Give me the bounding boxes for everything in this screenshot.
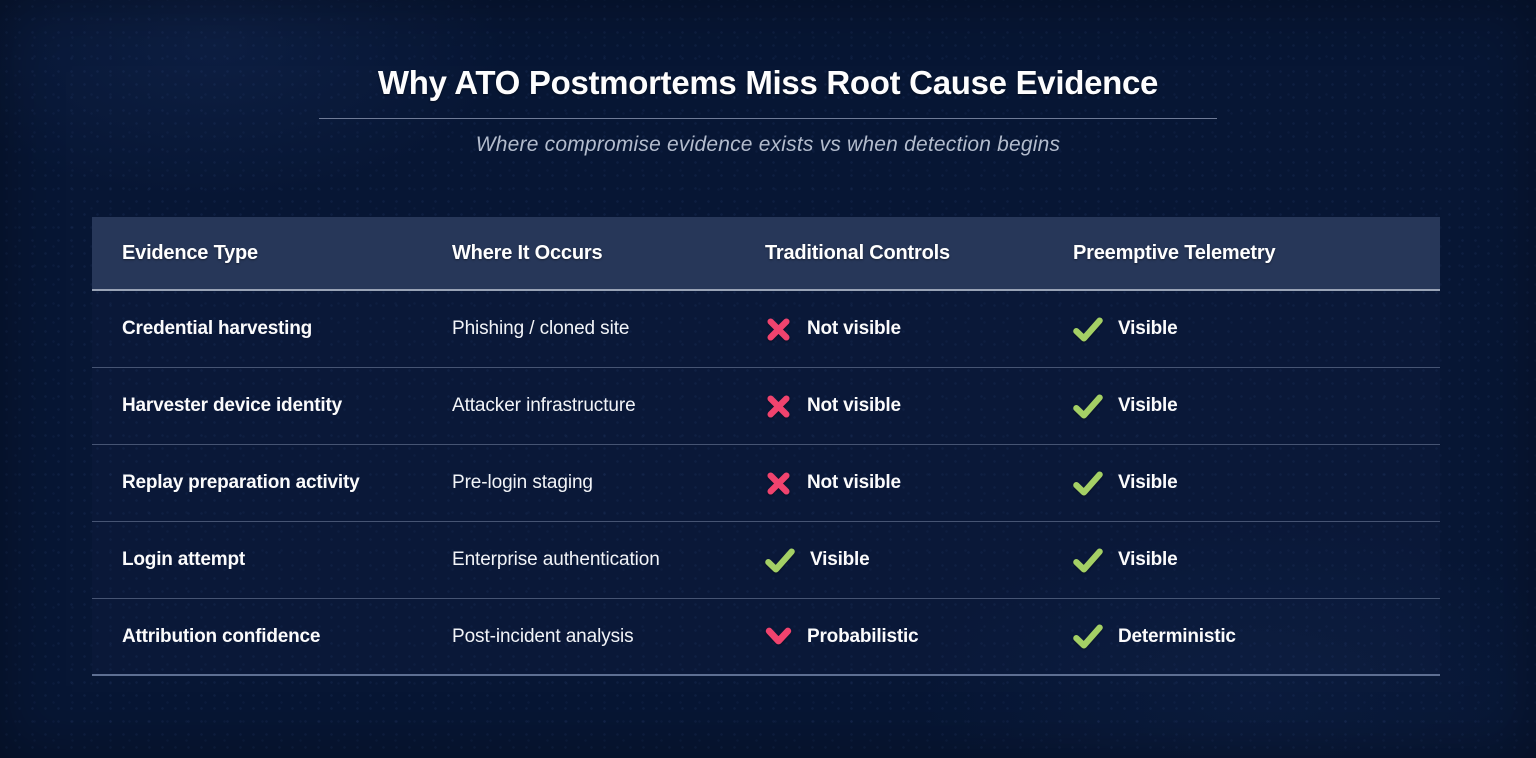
chevron-down-icon: [765, 627, 792, 646]
status-label: Not visible: [807, 395, 901, 416]
evidence-type-cell: Credential harvesting: [122, 318, 313, 339]
check-icon: [1073, 548, 1103, 573]
title-block: Why ATO Postmortems Miss Root Cause Evid…: [0, 0, 1536, 157]
preemptive-telemetry-cell: Visible: [1073, 471, 1440, 496]
column-header-traditional-controls: Traditional Controls: [765, 241, 950, 264]
status-label: Visible: [1118, 395, 1178, 416]
x-icon: [765, 393, 792, 420]
page-title: Why ATO Postmortems Miss Root Cause Evid…: [377, 64, 1159, 101]
status-label: Probabilistic: [807, 625, 919, 647]
status-label: Not visible: [807, 472, 901, 493]
table-row: Attribution confidence Post-incident ana…: [92, 599, 1440, 676]
check-icon: [1073, 471, 1103, 496]
status-label: Deterministic: [1118, 625, 1236, 647]
traditional-controls-cell: Visible: [765, 548, 1073, 573]
column-header-where-it-occurs: Where It Occurs: [452, 241, 603, 264]
x-icon: [765, 470, 792, 497]
traditional-controls-cell: Not visible: [765, 316, 1073, 343]
status-label: Visible: [1118, 549, 1178, 570]
where-it-occurs-cell: Pre-login staging: [452, 472, 593, 493]
preemptive-telemetry-cell: Visible: [1073, 317, 1440, 342]
preemptive-telemetry-cell: Visible: [1073, 548, 1440, 573]
title-divider: [319, 118, 1217, 119]
status-label: Visible: [1118, 472, 1178, 493]
x-icon: [765, 316, 792, 343]
table-row: Replay preparation activity Pre-login st…: [92, 445, 1440, 522]
check-icon: [1073, 317, 1103, 342]
traditional-controls-cell: Not visible: [765, 393, 1073, 420]
evidence-type-cell: Login attempt: [122, 549, 245, 570]
check-icon: [765, 548, 795, 573]
where-it-occurs-cell: Phishing / cloned site: [452, 318, 630, 339]
table-header-row: Evidence Type Where It Occurs Traditiona…: [92, 217, 1440, 291]
column-header-preemptive-telemetry: Preemptive Telemetry: [1073, 241, 1276, 264]
table-row: Login attempt Enterprise authentication …: [92, 522, 1440, 599]
evidence-type-cell: Replay preparation activity: [122, 472, 360, 493]
where-it-occurs-cell: Enterprise authentication: [452, 549, 660, 570]
where-it-occurs-cell: Attacker infrastructure: [452, 395, 636, 416]
check-icon: [1073, 624, 1103, 649]
evidence-type-cell: Harvester device identity: [122, 395, 342, 416]
table-row: Harvester device identity Attacker infra…: [92, 368, 1440, 445]
status-label: Visible: [810, 549, 870, 570]
status-label: Visible: [1118, 318, 1178, 339]
where-it-occurs-cell: Post-incident analysis: [452, 625, 634, 647]
table-row: Credential harvesting Phishing / cloned …: [92, 291, 1440, 368]
column-header-evidence-type: Evidence Type: [122, 241, 258, 264]
traditional-controls-cell: Not visible: [765, 470, 1073, 497]
evidence-type-cell: Attribution confidence: [122, 625, 321, 647]
preemptive-telemetry-cell: Visible: [1073, 394, 1440, 419]
preemptive-telemetry-cell: Deterministic: [1073, 624, 1440, 649]
subtitle: Where compromise evidence exists vs when…: [475, 133, 1061, 156]
comparison-table: Evidence Type Where It Occurs Traditiona…: [92, 217, 1440, 676]
traditional-controls-cell: Probabilistic: [765, 626, 1073, 648]
check-icon: [1073, 394, 1103, 419]
status-label: Not visible: [807, 318, 901, 339]
